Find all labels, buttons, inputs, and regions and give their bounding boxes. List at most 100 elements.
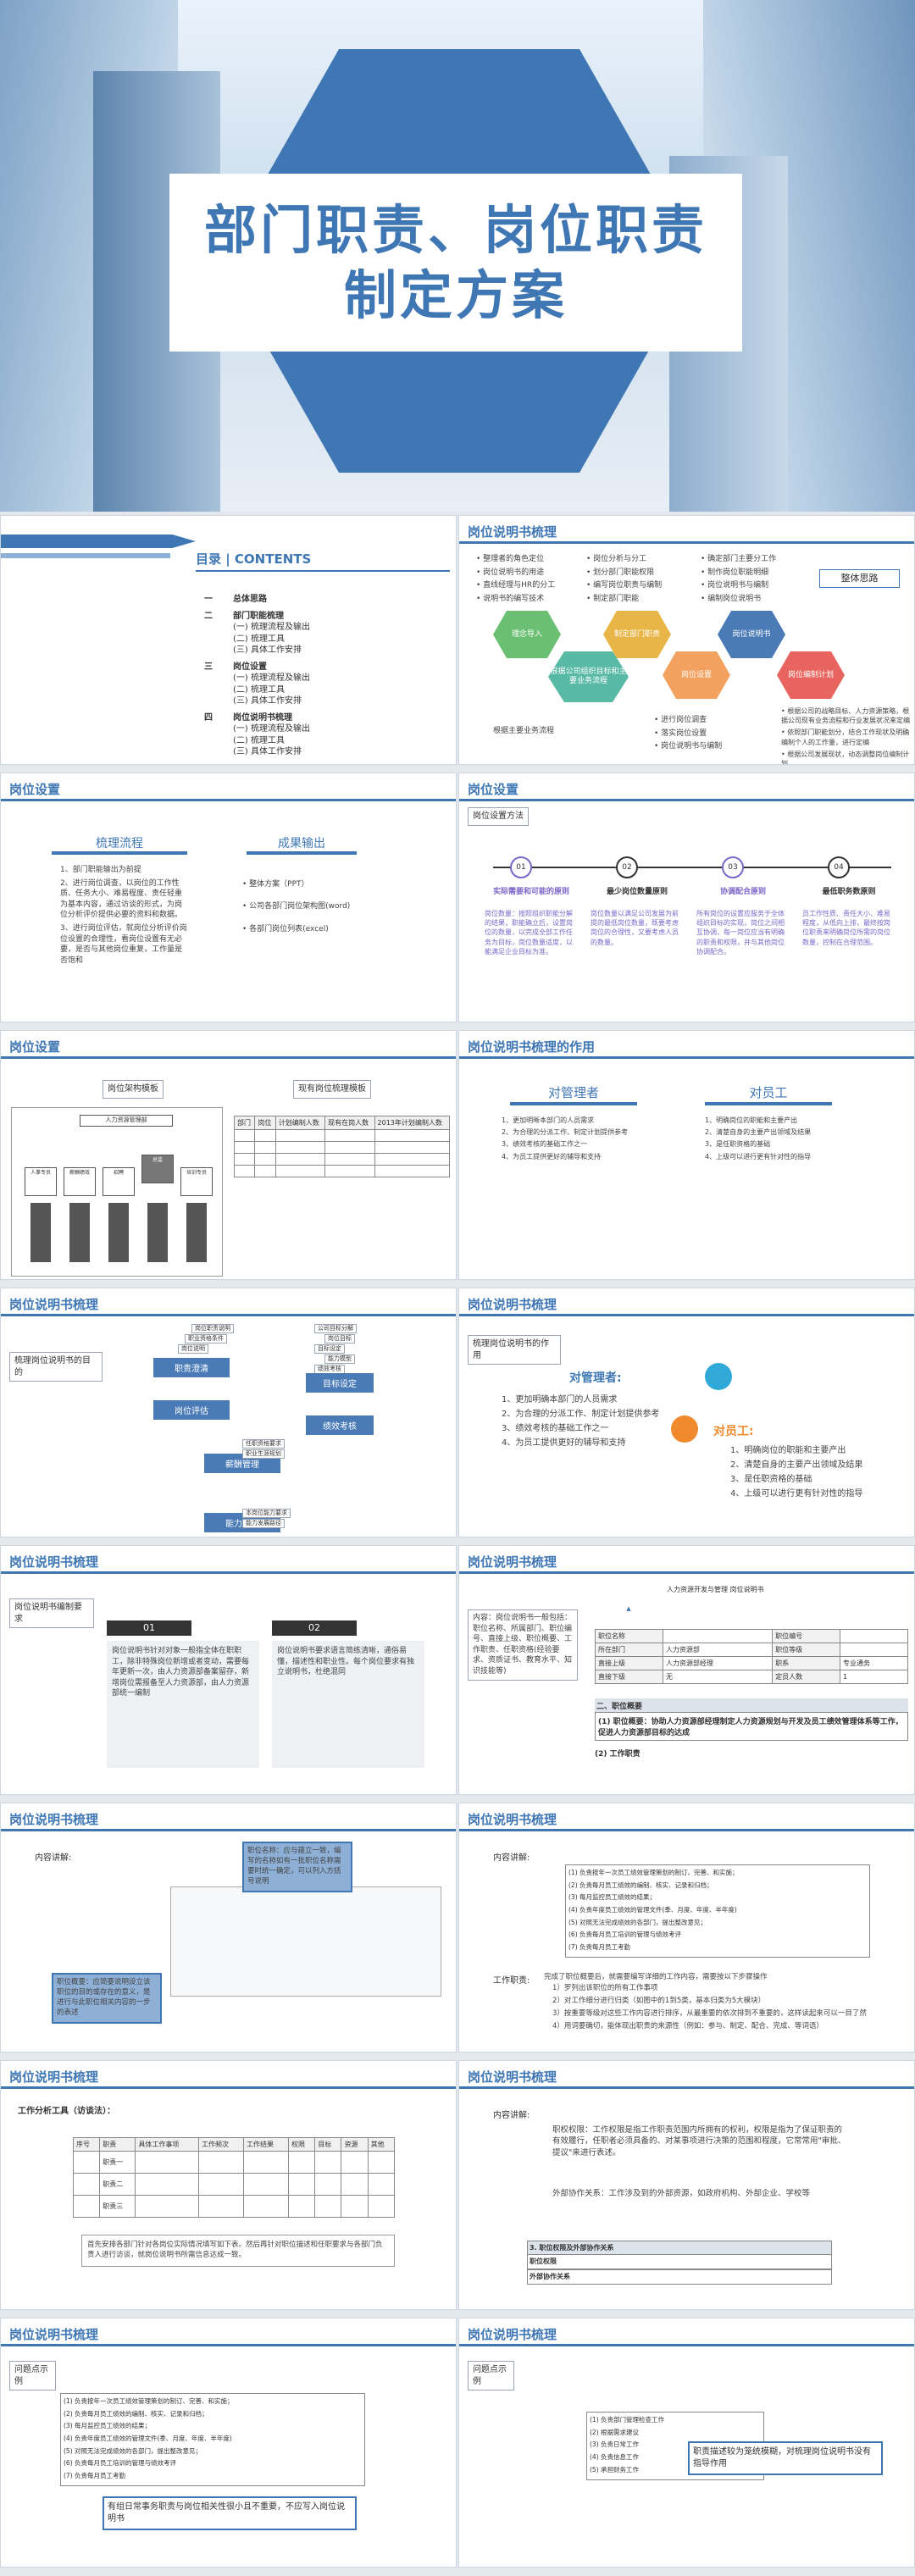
cell: 职责二 — [99, 2173, 136, 2196]
cell — [233, 1153, 256, 1166]
interview-table: 序号职责具体工作事项工作频次工作结果权限目标资源其他职责一职责二职责三 — [72, 2137, 396, 2218]
duty-item: (6) 负责每月员工培训的管理与绩效考评 — [568, 1931, 682, 1939]
cell — [243, 2173, 289, 2196]
slide-heading: 岗位说明书梳理 — [468, 524, 557, 540]
logo-area: ▲ — [626, 1605, 631, 1612]
cell — [314, 2151, 342, 2174]
duty-item: (5) 承担财务工作 — [590, 2465, 640, 2474]
cell: 无 — [662, 1670, 774, 1684]
toc-sub: (一) 梳理流程及输出 — [233, 673, 310, 683]
cell — [72, 2173, 101, 2196]
duty-item: (5) 对照无法完成绩效的各部门，提出整改意见； — [64, 2446, 202, 2455]
duty-item: (3) 负责日常工作 — [590, 2440, 640, 2449]
slide-heading: 岗位设置 — [9, 1039, 61, 1055]
example2-slide: 岗位说明书梳理 问题点示例 (1) 负责部门管理检查工作(2) 根据需求建议(3… — [458, 2318, 915, 2568]
toc-list: 一总体思路二部门职能梳理(一) 梳理流程及输出(二) 梳理工具(三) 具体工作安… — [204, 594, 310, 763]
table-row — [233, 1141, 451, 1154]
table-row: 直接上级人力资源部经理职系专业通务 — [595, 1656, 908, 1670]
toc-sub: (三) 具体工作安排 — [233, 747, 302, 756]
arrow-band — [1, 535, 196, 548]
header-cell: 现有在岗人数 — [324, 1116, 375, 1130]
org-column — [108, 1203, 129, 1262]
slide-heading: 岗位说明书梳理 — [9, 2327, 99, 2342]
cell: 人力资源部 — [662, 1643, 774, 1657]
cell — [374, 1153, 451, 1166]
org-box: 招聘 — [103, 1167, 135, 1196]
manager-item: 2、为合理的分派工作、制定计划提供参考 — [502, 1410, 660, 1419]
slide-heading: 岗位设置 — [468, 782, 519, 797]
rel-text: 外部协作关系：工作涉及到的外部资源，如政府机构、外部企业、学校等 — [552, 2189, 811, 2198]
bullet: • 编制岗位说明书 — [701, 594, 762, 603]
slide-heading: 岗位说明书梳理 — [468, 2069, 557, 2085]
auth-text: 职权权限：工作权限是指工作职责范围内所拥有的权利，权限是指为了保证职责的有效履行… — [552, 2125, 846, 2158]
output-item: • 公司各部门岗位架构图(word) — [242, 902, 351, 911]
cell — [233, 1165, 256, 1177]
toc-label: 岗位说明书梳理 — [233, 712, 292, 723]
table-header: 序号职责具体工作事项工作频次工作结果权限目标资源其他 — [72, 2137, 396, 2152]
right-top-box: 岗位目标 — [324, 1334, 355, 1344]
header-cell: 资源 — [341, 2137, 369, 2152]
cell: 专业通务 — [840, 1656, 908, 1670]
table-row: 所在部门人力资源部职位等级 — [595, 1643, 908, 1657]
slide-heading: 岗位说明书梳理 — [9, 1297, 99, 1312]
toc-item: 四岗位说明书梳理(一) 梳理流程及输出(二) 梳理工具(三) 具体工作安排 — [204, 712, 310, 758]
main-process-box: 岗位评估 — [153, 1400, 230, 1420]
cell — [324, 1153, 375, 1166]
header-cell: 工作频次 — [198, 2137, 245, 2152]
title-line2: 制定方案 — [343, 264, 568, 326]
left-top-box: 岗位说明 — [178, 1344, 208, 1354]
cell: 定员人数 — [772, 1670, 841, 1684]
cell: 直接上级 — [595, 1656, 663, 1670]
duty-head: (2) 工作职责 — [595, 1750, 640, 1759]
note: • 根据公司的战略目标、人力资源策略，根据公司现有业务流程和行业发展状况来定编 — [781, 707, 910, 725]
cell — [374, 1129, 451, 1142]
toc-item: 一总体思路 — [204, 594, 310, 606]
slide-heading: 岗位说明书梳理 — [468, 2327, 557, 2342]
output-item: • 整体方案（PPT） — [242, 880, 309, 889]
node-0: 理念导入 — [493, 611, 561, 658]
req-text1: 岗位说明书针对对象一般指全体在职职工，除非特殊岗位新增或者变动，需要每年更新一次… — [107, 1641, 259, 1768]
left-top-box: 岗位职责说明 — [191, 1324, 234, 1334]
header-cell: 工作结果 — [243, 2137, 289, 2152]
cell: 职位编号 — [772, 1629, 841, 1643]
duty-item: (1) 负责部门管理检查工作 — [590, 2416, 665, 2424]
cell — [374, 1141, 451, 1154]
auth-row1: 职位权限 — [527, 2254, 832, 2269]
header-cell: 部门 — [233, 1116, 256, 1130]
org-box: 培训专员 — [180, 1167, 213, 1196]
bullet: • 编写岗位职责与编制 — [586, 581, 663, 590]
note: • 岗位说明书与编制 — [654, 742, 723, 751]
manager-item: 3、绩效考核的基础工作之一 — [502, 1140, 588, 1149]
org-column — [69, 1203, 90, 1262]
slide-heading: 岗位说明书梳理 — [9, 1554, 99, 1570]
bullet: • 岗位分析与分工 — [586, 555, 647, 563]
node-4: 岗位设置 — [663, 651, 730, 699]
step-number: 04 — [828, 856, 850, 878]
cell — [198, 2173, 245, 2196]
step-title: 最少岗位数量原则 — [606, 888, 668, 896]
cell — [254, 1153, 276, 1166]
overview-label: 整体思路 — [819, 569, 900, 588]
note: • 进行岗位调查 — [654, 716, 707, 724]
right-top-box: 公司目标分解 — [314, 1324, 357, 1334]
cell — [287, 2151, 316, 2174]
staff-item: 4、上级可以进行更有针对性的指导 — [705, 1152, 812, 1161]
cell: 职责一 — [99, 2151, 136, 2174]
duty-item: (4) 负责信息工作 — [590, 2452, 640, 2461]
toc-sub: (二) 梳理工具 — [233, 684, 285, 695]
left-top-box: 职业资格条件 — [185, 1334, 227, 1344]
staff-item: 3、是任职资格的基础 — [705, 1140, 771, 1149]
cell: 职责三 — [99, 2195, 136, 2218]
toc-item: 二部门职能梳理(一) 梳理流程及输出(二) 梳理工具(三) 具体工作安排 — [204, 611, 310, 656]
slide-heading: 岗位设置 — [9, 782, 61, 797]
bullet: • 岗位说明书的用途 — [476, 568, 545, 577]
left-note: 根据主要业务流程 — [493, 727, 555, 735]
duty-item: (2) 根据需求建议 — [590, 2428, 640, 2436]
